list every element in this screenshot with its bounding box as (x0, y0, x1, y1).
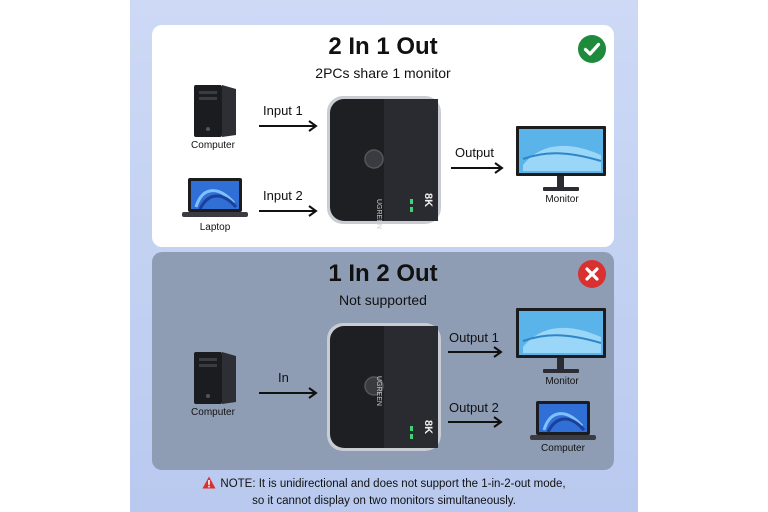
panel-subtitle: 2PCs share 1 monitor (315, 65, 451, 81)
input1-label: Input 1 (263, 103, 303, 118)
warning-triangle-icon (202, 476, 216, 494)
output1-arrow (448, 346, 506, 358)
input2-arrow (259, 205, 321, 217)
laptop-caption: Laptop (199, 222, 231, 233)
laptop-caption: Computer (541, 443, 585, 454)
panel-2-in-1-out: 2 In 1 Out 2PCs share 1 monitor Computer (152, 25, 614, 247)
input2-label: Input 2 (263, 188, 303, 203)
in-label: In (278, 370, 289, 385)
switch-brand-text: UGREEN (375, 199, 382, 229)
panel-title: 2 In 1 Out (328, 33, 438, 60)
note-line-1: NOTE: It is unidirectional and does not … (130, 476, 638, 494)
computer-caption: Computer (191, 407, 235, 418)
check-circle-icon (578, 35, 606, 63)
output-label: Output (455, 145, 495, 160)
computer-tower-icon (192, 350, 238, 406)
output-arrow (451, 162, 507, 174)
x-circle-icon (578, 260, 606, 288)
kvm-switch-device (326, 95, 442, 225)
panel-title: 1 In 2 Out (328, 260, 438, 287)
panel-1-in-2-out: 1 In 2 Out Not supported Computer In (152, 252, 614, 470)
infographic: 2 In 1 Out 2PCs share 1 monitor Computer (130, 0, 638, 512)
monitor-icon (515, 307, 607, 375)
output1-label: Output 1 (449, 330, 499, 345)
laptop-icon (182, 177, 248, 219)
switch-brand-text: UGREEN (375, 376, 382, 406)
computer-tower-icon (192, 83, 238, 139)
monitor-caption: Monitor (545, 376, 579, 387)
panel-subtitle: Not supported (339, 292, 427, 308)
switch-resolution-text: 8K (422, 420, 434, 435)
monitor-caption: Monitor (545, 194, 579, 205)
input1-arrow (259, 120, 321, 132)
switch-resolution-text: 8K (422, 193, 434, 208)
monitor-icon (515, 125, 607, 193)
output2-arrow (448, 416, 506, 428)
output2-label: Output 2 (449, 400, 499, 415)
laptop-icon (530, 400, 596, 442)
note-text-2: so it cannot display on two monitors sim… (252, 495, 516, 507)
computer-caption: Computer (191, 140, 235, 151)
in-arrow (259, 387, 321, 399)
note-text-1: NOTE: It is unidirectional and does not … (220, 478, 566, 490)
note: NOTE: It is unidirectional and does not … (130, 476, 638, 509)
kvm-switch-device (326, 322, 442, 452)
